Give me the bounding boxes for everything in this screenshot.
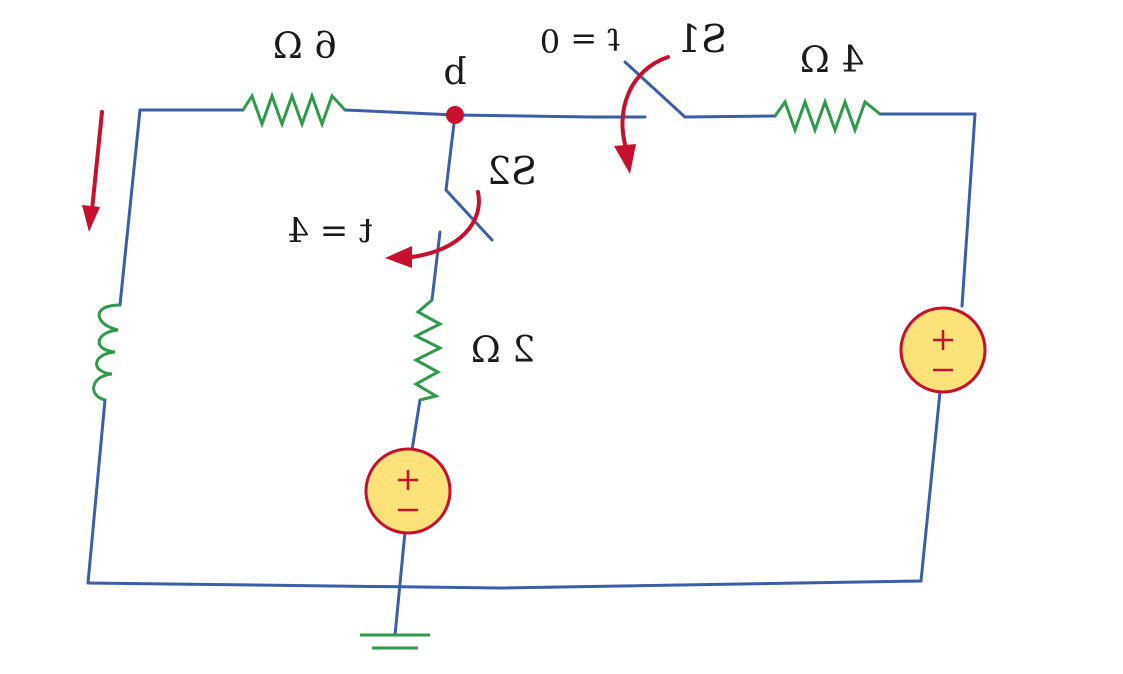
wire-mid-src <box>410 398 422 452</box>
label-switch-s2-time: t = 4 <box>287 211 372 251</box>
wire-mid-switch-lower <box>430 230 442 302</box>
label-node-b: b <box>443 52 466 93</box>
switch-s2-blade <box>444 188 494 242</box>
ground-symbol <box>360 633 430 650</box>
resistor-6ohm <box>241 91 347 129</box>
resistor-4ohm <box>773 97 881 135</box>
label-switch-s1-time: t = 0 <box>540 21 620 59</box>
wire-left-lower <box>86 398 107 585</box>
wire-left-upper <box>118 108 142 307</box>
wire-top-right <box>683 114 777 119</box>
wires <box>86 108 977 637</box>
label-resistor-4ohm: 4 Ω <box>800 40 864 81</box>
label-switch-s2: S2 <box>487 149 537 193</box>
current-arrowhead-left <box>82 205 100 232</box>
switch-s1-arrowhead <box>614 144 636 174</box>
wire-right-lower <box>919 390 942 583</box>
switch-s1-arrow <box>620 55 670 150</box>
node-b-dot <box>446 106 464 124</box>
switch-s2-arrow <box>410 190 481 259</box>
source-right <box>899 306 987 394</box>
current-arrow-left <box>90 110 104 212</box>
switch-s1-blade <box>623 60 687 119</box>
source-middle <box>364 447 452 535</box>
switch-s2-arrowhead <box>385 246 412 268</box>
label-resistor-2ohm: 2 Ω <box>471 330 535 371</box>
wire-right-upper <box>960 112 977 308</box>
wire-mid-top <box>444 113 457 192</box>
wire-bottom <box>86 579 923 590</box>
label-resistor-6ohm: 6 Ω <box>273 26 337 67</box>
inductor-left <box>92 303 121 402</box>
wire-top-mid <box>343 108 647 119</box>
label-switch-s1: S1 <box>677 17 727 61</box>
wire-mid-bottom <box>393 530 407 637</box>
resistor-2ohm <box>412 298 444 402</box>
